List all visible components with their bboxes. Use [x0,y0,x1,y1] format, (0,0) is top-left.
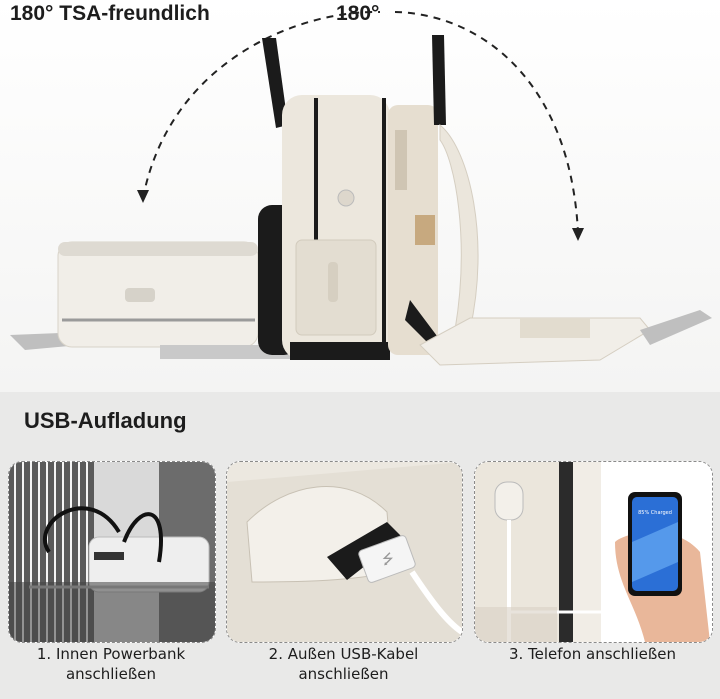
tsa-headline: 180° TSA-freundlich [10,2,210,25]
backpack-main-body [258,38,390,360]
caption-step-2: 2. Außen USB-Kabel anschließen [226,644,461,684]
caption-step-2-line1: 2. Außen USB-Kabel [268,645,419,663]
powerbank-illustration [9,462,215,642]
backpack-front-flap [10,241,290,359]
arc-left-icon [142,10,381,199]
backpack-back-panel [419,310,712,366]
arrow-down-right-icon [572,228,584,241]
arc-right-icon [394,11,579,233]
caption-step-1-line2: anschließen [65,665,156,683]
caption-step-2-line2: anschließen [298,665,389,683]
panel-outer-usb-cable: ⭍ [226,461,463,643]
backpack-inner-compartment [388,35,479,360]
arrow-down-left-icon [137,190,149,203]
caption-step-1: 1. Innen Powerbank anschließen [8,644,214,684]
phone-charging-illustration: 85% Charged [475,462,712,642]
opening-arc-illustration [10,10,712,366]
caption-step-1-line1: 1. Innen Powerbank [36,645,186,663]
usb-symbol-icon: ⭍ [382,552,394,568]
caption-step-3-line1: 3. Telefon anschließen [508,645,677,663]
usb-cable-illustration: ⭍ [227,462,462,642]
panel-inner-powerbank [8,461,216,643]
panel-phone-charging: 85% Charged [474,461,713,643]
phone-screen-text: 85% Charged [638,510,672,516]
caption-step-3: 3. Telefon anschließen [474,644,711,664]
section-title: USB-Aufladung [24,408,187,433]
hero-section: 180° TSA-freundlich 180° [0,0,720,392]
usb-charging-section: USB-Aufladung 1. Inne [0,392,720,699]
